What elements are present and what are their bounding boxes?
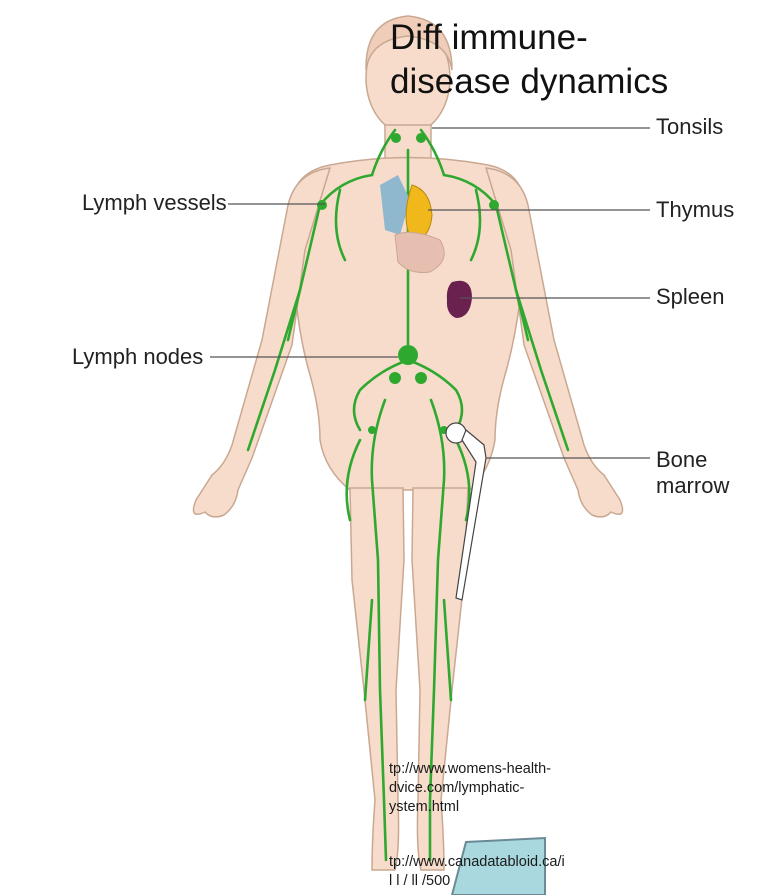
- label-thymus: Thymus: [656, 197, 734, 223]
- label-lymph-vessels: Lymph vessels: [82, 190, 227, 216]
- label-lymph-nodes: Lymph nodes: [72, 344, 203, 370]
- label-bone-marrow: Bone marrow: [656, 447, 729, 499]
- credit-link-2[interactable]: tp://www.canadatabloid.ca/i l l / ll /50…: [389, 853, 569, 891]
- label-spleen: Spleen: [656, 284, 725, 310]
- body-silhouette: [193, 16, 622, 870]
- credit-link-1[interactable]: tp://www.womens-health- dvice.com/lympha…: [389, 760, 569, 817]
- label-tonsils: Tonsils: [656, 114, 723, 140]
- slide-title: Diff immune- disease dynamics: [390, 16, 769, 104]
